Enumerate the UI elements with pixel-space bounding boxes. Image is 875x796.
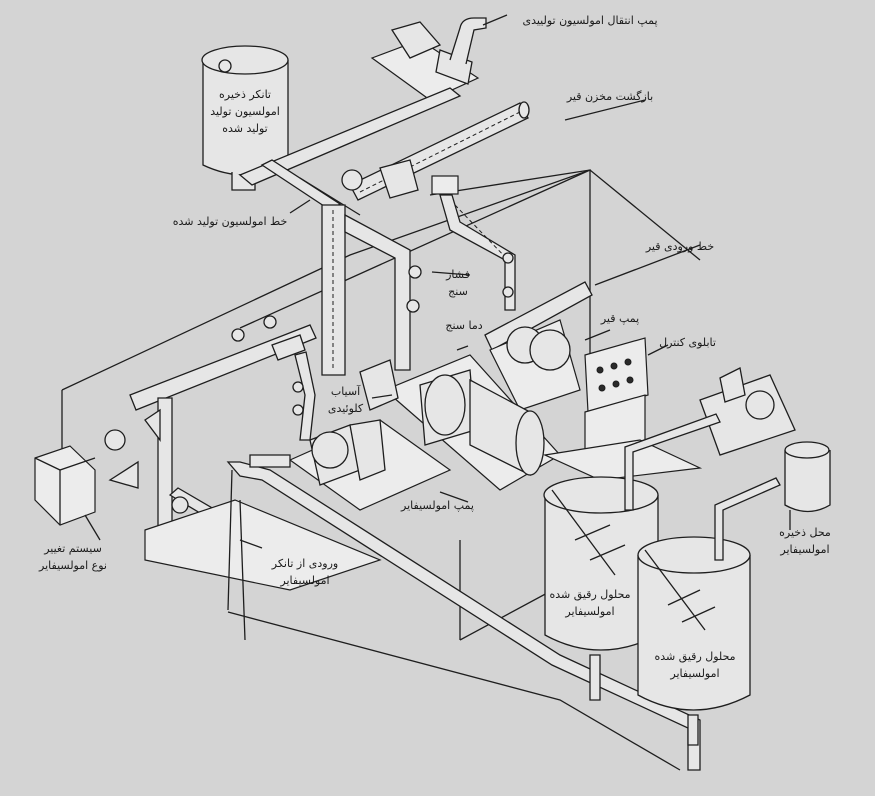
- diluted-tank-2: [637, 536, 751, 746]
- label-bitumen-return: بازگشت مخزن قیر: [566, 90, 654, 103]
- gauges: [406, 252, 514, 313]
- label-change-system: سیستم تغییر نوع امولسیفایر: [39, 542, 107, 573]
- label-tank-inlet: ورودی از تانکر امولسیفایر: [271, 557, 339, 588]
- label-bitumen-inlet-line: خط ورودی قیر: [645, 240, 715, 253]
- plant-frame: [61, 169, 701, 641]
- storage-tank: [201, 45, 289, 191]
- leader-lines: [84, 14, 791, 549]
- change-system-box: [34, 445, 139, 526]
- label-produced-line: خط امولسیون تولید شده: [172, 215, 288, 228]
- produced-emulsion-line: [238, 87, 462, 216]
- lower-pipe-loop: [226, 454, 701, 771]
- control-panel: [584, 337, 649, 456]
- label-diluted-solution-1: محلول رقیق شده امولسیفایر: [549, 588, 631, 619]
- emulsifier-storage: [624, 367, 831, 561]
- colloid-mill: [359, 354, 561, 491]
- main-vertical-pipe: [321, 159, 516, 376]
- platforms: [144, 439, 703, 641]
- label-control-panel: تابلوی کنترل: [659, 336, 716, 349]
- label-storage-tank: تانکر ذخیره امولسیون تولید تولید شده: [210, 88, 280, 136]
- label-transfer-pump: پمپ انتقال امولسیون تولییدی: [522, 14, 658, 27]
- bitumen-pump: [484, 281, 593, 411]
- label-emulsifier-storage: محل ذخیره امولسیفایر: [779, 526, 831, 557]
- label-thermometer: دما سنج: [445, 319, 483, 332]
- emulsifier-pump: [288, 419, 452, 511]
- left-piping: [104, 315, 317, 531]
- label-emulsifier-pump: پمپ امولسیفایر: [401, 499, 474, 512]
- label-bitumen-pump: پمپ قیر: [600, 312, 640, 325]
- label-diluted-solution-2: محلول رقیق شده امولسیفایر: [654, 650, 736, 681]
- label-pressure-gauge: فشار سنج: [446, 268, 470, 299]
- transfer-pump: [370, 17, 487, 101]
- label-colloid-mill: آسیاب کلوئیدی: [327, 385, 364, 416]
